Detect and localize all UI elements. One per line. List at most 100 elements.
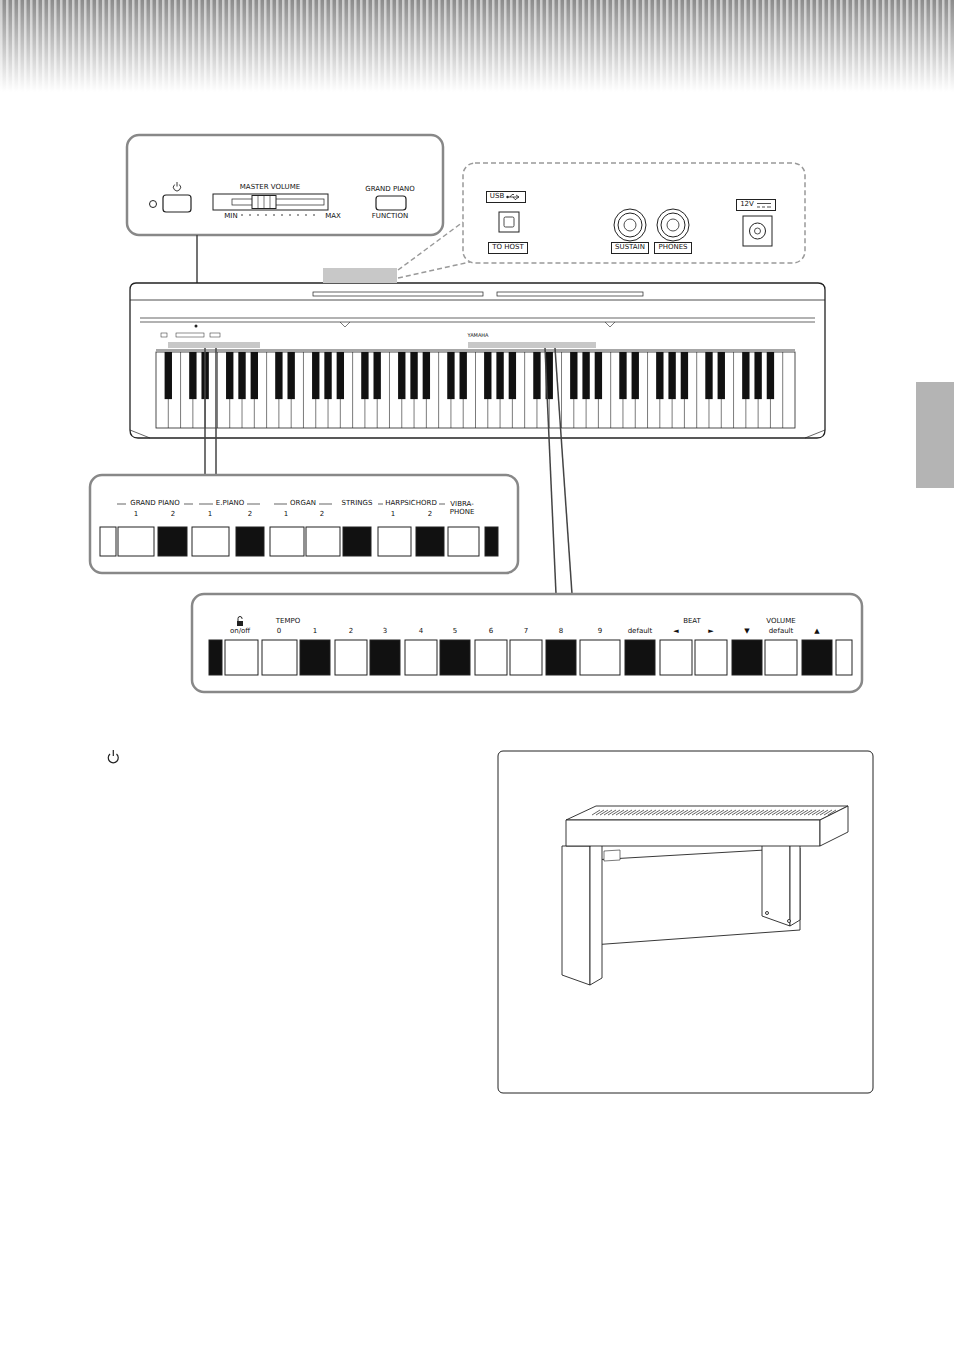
panel-label: default: [628, 628, 653, 636]
black-key: [447, 352, 454, 399]
black-key: [718, 352, 725, 399]
stand-keys: [592, 810, 836, 815]
panel-label: GRAND PIANO: [365, 186, 414, 194]
key-stroke: [776, 810, 784, 815]
scale-dot: [257, 214, 259, 216]
white-key-edge: [561, 352, 562, 428]
panel-label: 7: [524, 628, 528, 636]
key-stroke: [612, 810, 620, 815]
panel-label: 9: [598, 628, 602, 636]
panel-label: TEMPO: [276, 618, 300, 626]
jack-label: USB: [486, 191, 526, 203]
key-stroke: [608, 810, 616, 815]
white-key-edge: [352, 352, 353, 428]
black-key: [546, 640, 576, 675]
black-key: [595, 352, 602, 399]
power-button: [163, 195, 191, 212]
black-key: [668, 352, 675, 399]
panel-label: 1: [208, 511, 212, 519]
panel-label: STRINGS: [342, 500, 373, 508]
key-stroke: [736, 810, 744, 815]
panel-label: YAMAHA: [467, 333, 488, 339]
leader-line: [398, 262, 470, 278]
callout-panel: [127, 135, 443, 235]
scale-dot: [289, 214, 291, 216]
black-key: [398, 352, 405, 399]
white-key: [118, 527, 154, 556]
key-stroke: [744, 810, 752, 815]
function-callout: [192, 594, 862, 692]
white-key-edge: [733, 352, 734, 428]
white-key: [378, 527, 411, 556]
usb-port-inner: [504, 217, 514, 227]
key-stroke: [708, 810, 716, 815]
white-key: [270, 527, 304, 556]
white-key-edge: [524, 352, 525, 428]
black-key: [343, 527, 371, 556]
black-key: [496, 352, 503, 399]
black-key: [238, 352, 245, 399]
key-stroke: [696, 810, 704, 815]
jack-label: TO HOST: [488, 242, 528, 254]
panel-label: BEAT: [683, 618, 701, 626]
function-button: [376, 196, 406, 210]
jack-label-text: USB: [490, 193, 504, 201]
scale-dot: [265, 214, 267, 216]
black-key: [705, 352, 712, 399]
white-key: [475, 640, 507, 675]
key-stroke: [684, 810, 692, 815]
panel-label: FUNCTION: [372, 213, 408, 221]
key-stroke: [668, 810, 676, 815]
white-key-edge: [303, 352, 304, 428]
key-stroke: [632, 810, 640, 815]
black-key: [374, 352, 381, 399]
key-stroke: [760, 810, 768, 815]
stand-box: [498, 751, 873, 1093]
key-stroke: [812, 810, 820, 815]
white-key: [660, 640, 692, 675]
key-stroke: [820, 810, 828, 815]
black-key: [460, 352, 467, 399]
black-key: [632, 352, 639, 399]
panel-label: 2: [428, 511, 432, 519]
scale-dot: [297, 214, 299, 216]
panel-label: default: [769, 628, 794, 636]
lock-icon: [237, 617, 243, 627]
black-key: [509, 352, 516, 399]
key-stroke: [756, 810, 764, 815]
key-stroke: [808, 810, 816, 815]
black-key: [251, 352, 258, 399]
panel-label: 2: [349, 628, 353, 636]
key-stroke: [732, 810, 740, 815]
key-stroke: [624, 810, 632, 815]
key-stroke: [644, 810, 652, 815]
black-key: [533, 352, 540, 399]
key-stroke: [688, 810, 696, 815]
black-key: [656, 352, 663, 399]
power-led: [150, 201, 157, 208]
jack-label: PHONES: [654, 242, 691, 254]
jack-label-text: PHONES: [658, 244, 687, 252]
white-key-edge: [782, 352, 783, 428]
jack-label: SUSTAIN: [611, 242, 649, 254]
black-key: [209, 640, 222, 675]
slider-grip: [258, 196, 270, 208]
panel-label: 1: [313, 628, 317, 636]
key-stroke: [600, 810, 608, 815]
key-stroke: [616, 810, 624, 815]
white-key: [580, 640, 620, 675]
black-key: [410, 352, 417, 399]
key-stroke: [604, 810, 612, 815]
panel-label: 8: [559, 628, 563, 636]
scale-dot: [249, 214, 251, 216]
scale-dot: [305, 214, 307, 216]
leader-line: [204, 348, 206, 475]
slider-knob: [252, 196, 276, 209]
rear-panel-callout: [463, 163, 805, 263]
volume-slider: [213, 194, 328, 210]
key-stroke: [780, 810, 788, 815]
black-key: [485, 527, 498, 556]
panel-label: ►: [708, 628, 713, 636]
panel-label: ▼: [744, 628, 749, 636]
